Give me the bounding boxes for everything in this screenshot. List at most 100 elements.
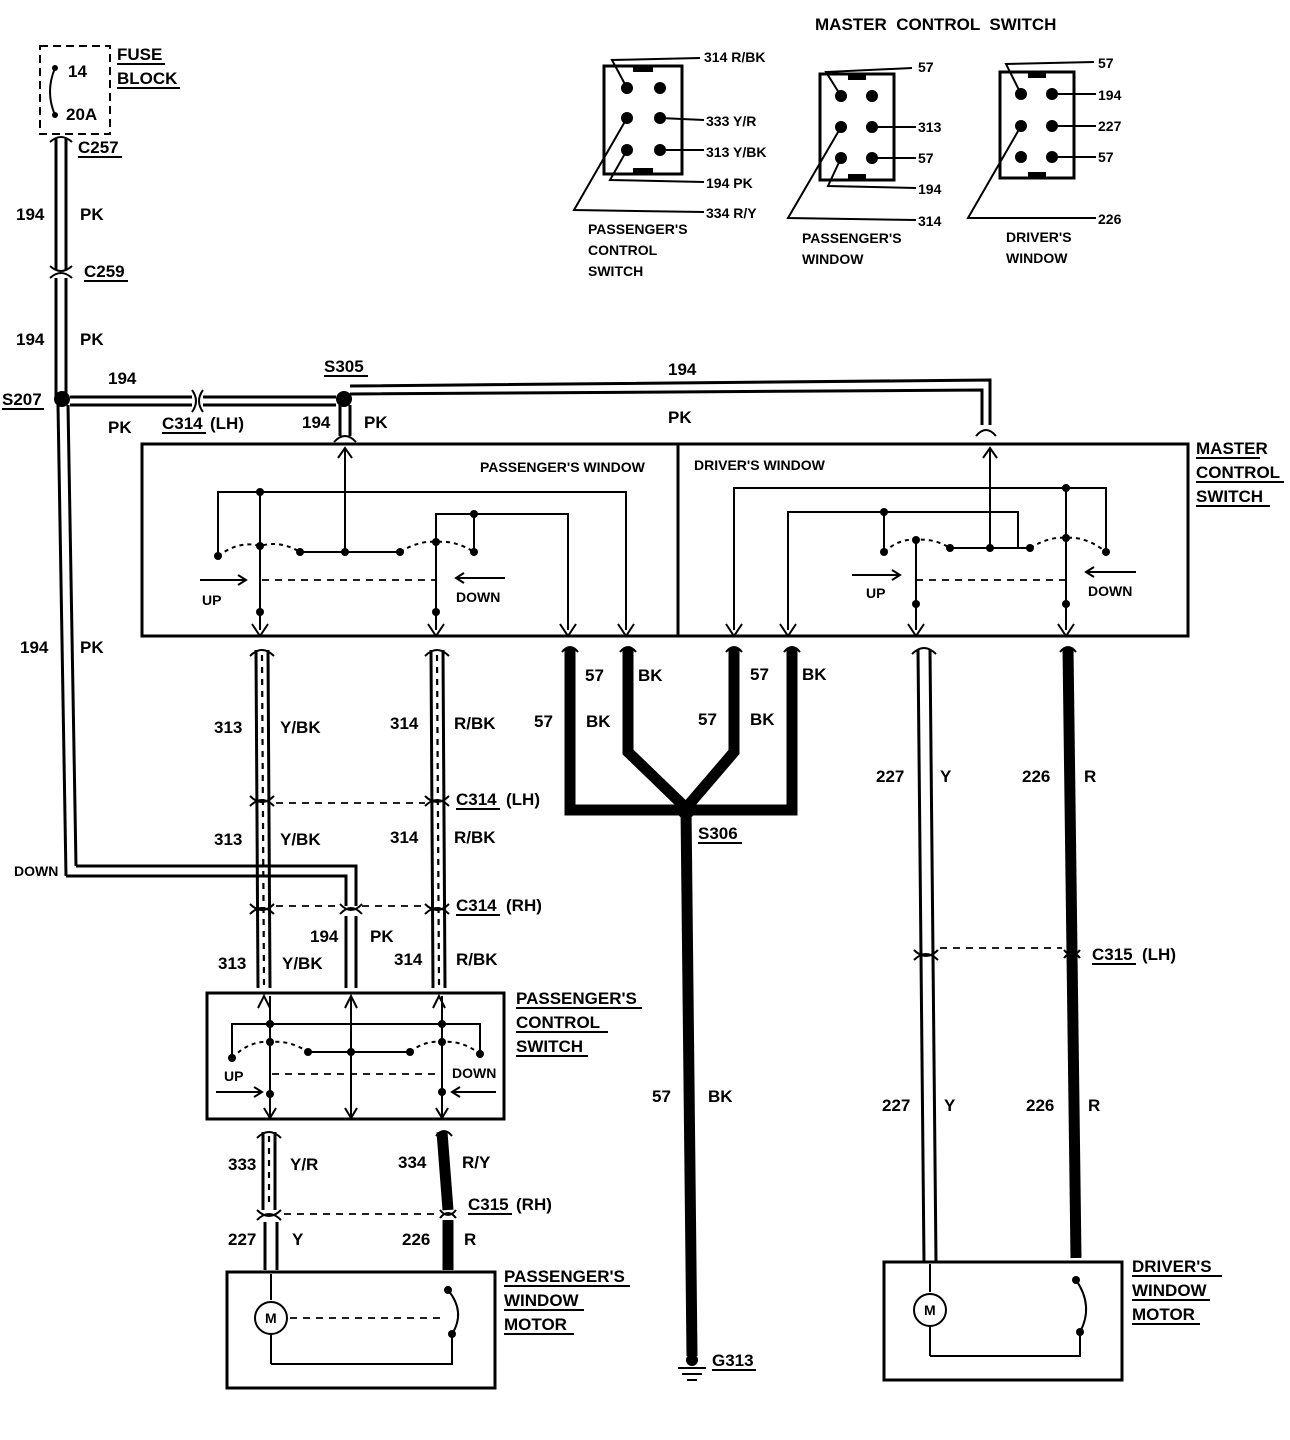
label-194-a: 194	[16, 205, 45, 224]
label-ybk-a: Y/BK	[280, 718, 321, 737]
master-switch-title-2: CONTROL	[1196, 463, 1280, 482]
connector-c314-lh-suffix: (LH)	[506, 790, 540, 809]
label-313-c: 313	[218, 954, 246, 973]
label-r-b: R	[1088, 1096, 1100, 1115]
label-57-a: 57	[585, 666, 604, 685]
label-57-d: 57	[698, 710, 717, 729]
dw-title-2: WINDOW	[1006, 250, 1068, 266]
dw-pin-2: 194	[1098, 87, 1122, 103]
wires-passenger-motor	[256, 1130, 457, 1270]
label-227-a: 227	[876, 767, 904, 786]
pw-title-2: WINDOW	[802, 251, 864, 267]
label-y-c: Y	[292, 1230, 304, 1249]
pw-pin-2: 313	[918, 119, 942, 135]
label-227-b: 227	[882, 1096, 910, 1115]
pc-pin-2: 333 Y/R	[706, 113, 756, 129]
label-194-e: 194	[668, 360, 697, 379]
passengers-window-section-label: PASSENGER'S WINDOW	[480, 459, 646, 475]
master-switch-title-3: SWITCH	[1196, 487, 1263, 506]
dw-pin-3: 227	[1098, 118, 1122, 134]
label-yr: Y/R	[290, 1155, 318, 1174]
connector-c315-rh-suffix: (RH)	[516, 1195, 552, 1214]
label-194-d: 194	[302, 413, 331, 432]
label-bk-e: BK	[708, 1087, 733, 1106]
splice-s306-dot	[677, 801, 695, 819]
pwm-title-1: PASSENGER'S	[504, 1267, 625, 1286]
label-314-a: 314	[390, 714, 419, 733]
label-57-e: 57	[652, 1087, 671, 1106]
pw-title-1: PASSENGER'S	[802, 230, 902, 246]
label-pk-f: PK	[80, 638, 104, 657]
connector-view-passenger-control	[572, 57, 705, 213]
label-226-a: 226	[1022, 767, 1050, 786]
wire-194-pk-left	[49, 136, 997, 906]
splice-s305: S305	[324, 357, 364, 376]
pc-title-2: CONTROL	[588, 242, 658, 258]
label-pk-e: PK	[668, 408, 692, 427]
connector-c259: C259	[84, 262, 125, 281]
label-pk-d: PK	[364, 413, 388, 432]
label-pk-b: PK	[80, 330, 104, 349]
pc-pin-3: 313 Y/BK	[706, 144, 766, 160]
master-pass-up-label: UP	[202, 592, 221, 608]
pcs-up-label: UP	[224, 1068, 243, 1084]
label-314-b: 314	[390, 828, 419, 847]
dw-title-1: DRIVER'S	[1006, 229, 1072, 245]
connector-c257: C257	[78, 138, 119, 157]
label-194-g: 194	[310, 927, 339, 946]
label-194-b: 194	[16, 330, 45, 349]
dw-pin-5: 226	[1098, 211, 1122, 227]
master-control-switch	[140, 442, 1190, 638]
pwm-title-3: MOTOR	[504, 1315, 567, 1334]
label-314-c: 314	[394, 950, 423, 969]
pc-pin-1: 314 R/BK	[704, 49, 765, 65]
label-313-a: 313	[214, 718, 242, 737]
passenger-window-motor	[225, 1270, 497, 1390]
label-pk-g: PK	[370, 927, 394, 946]
label-r-c: R	[464, 1230, 476, 1249]
dw-pin-1: 57	[1098, 55, 1114, 71]
label-bk-b: BK	[802, 665, 827, 684]
label-bk-a: BK	[638, 666, 663, 685]
pwm-title-2: WINDOW	[504, 1291, 580, 1310]
driver-motor-m: M	[924, 1302, 936, 1318]
drivers-window-section-label: DRIVER'S WINDOW	[694, 457, 826, 473]
label-down-left: DOWN	[14, 863, 58, 879]
label-rbk-a: R/BK	[454, 714, 496, 733]
dwm-title-3: MOTOR	[1132, 1305, 1195, 1324]
connector-c314-lh: C314	[456, 790, 497, 809]
splice-s305-dot	[336, 391, 352, 407]
ground-g313: G313	[712, 1351, 754, 1370]
pcs-title-2: CONTROL	[516, 1013, 600, 1032]
label-rbk-b: R/BK	[454, 828, 496, 847]
fuse-block: 14 20A FUSE BLOCK	[39, 45, 180, 135]
passenger-control-switch	[205, 991, 506, 1121]
splice-s306: S306	[698, 824, 738, 843]
driver-window-motor	[882, 1260, 1124, 1382]
label-313-b: 313	[214, 830, 242, 849]
pw-pin-4: 194	[918, 181, 942, 197]
master-switch-title-1: MASTER	[1196, 439, 1268, 458]
dw-pin-4: 57	[1098, 149, 1114, 165]
label-57-b: 57	[750, 665, 769, 684]
label-226-b: 226	[1026, 1096, 1054, 1115]
splice-s207-dot	[54, 391, 70, 407]
label-y-a: Y	[940, 767, 952, 786]
passenger-motor-m: M	[265, 1310, 277, 1326]
label-334: 334	[398, 1153, 427, 1172]
master-drv-up-label: UP	[866, 585, 885, 601]
label-194-c: 194	[108, 369, 137, 388]
pw-pin-5: 314	[918, 213, 942, 229]
label-ry: R/Y	[462, 1153, 491, 1172]
fuse-block-title-2: BLOCK	[117, 69, 178, 88]
pc-title-1: PASSENGER'S	[588, 221, 688, 237]
connector-view-driver-window	[966, 61, 1096, 219]
label-194-f: 194	[20, 638, 49, 657]
master-drv-down-label: DOWN	[1088, 583, 1132, 599]
pc-title-3: SWITCH	[588, 263, 643, 279]
pw-pin-3: 57	[918, 150, 934, 166]
label-ybk-c: Y/BK	[282, 954, 323, 973]
label-227-c: 227	[228, 1230, 256, 1249]
label-r-a: R	[1084, 767, 1096, 786]
